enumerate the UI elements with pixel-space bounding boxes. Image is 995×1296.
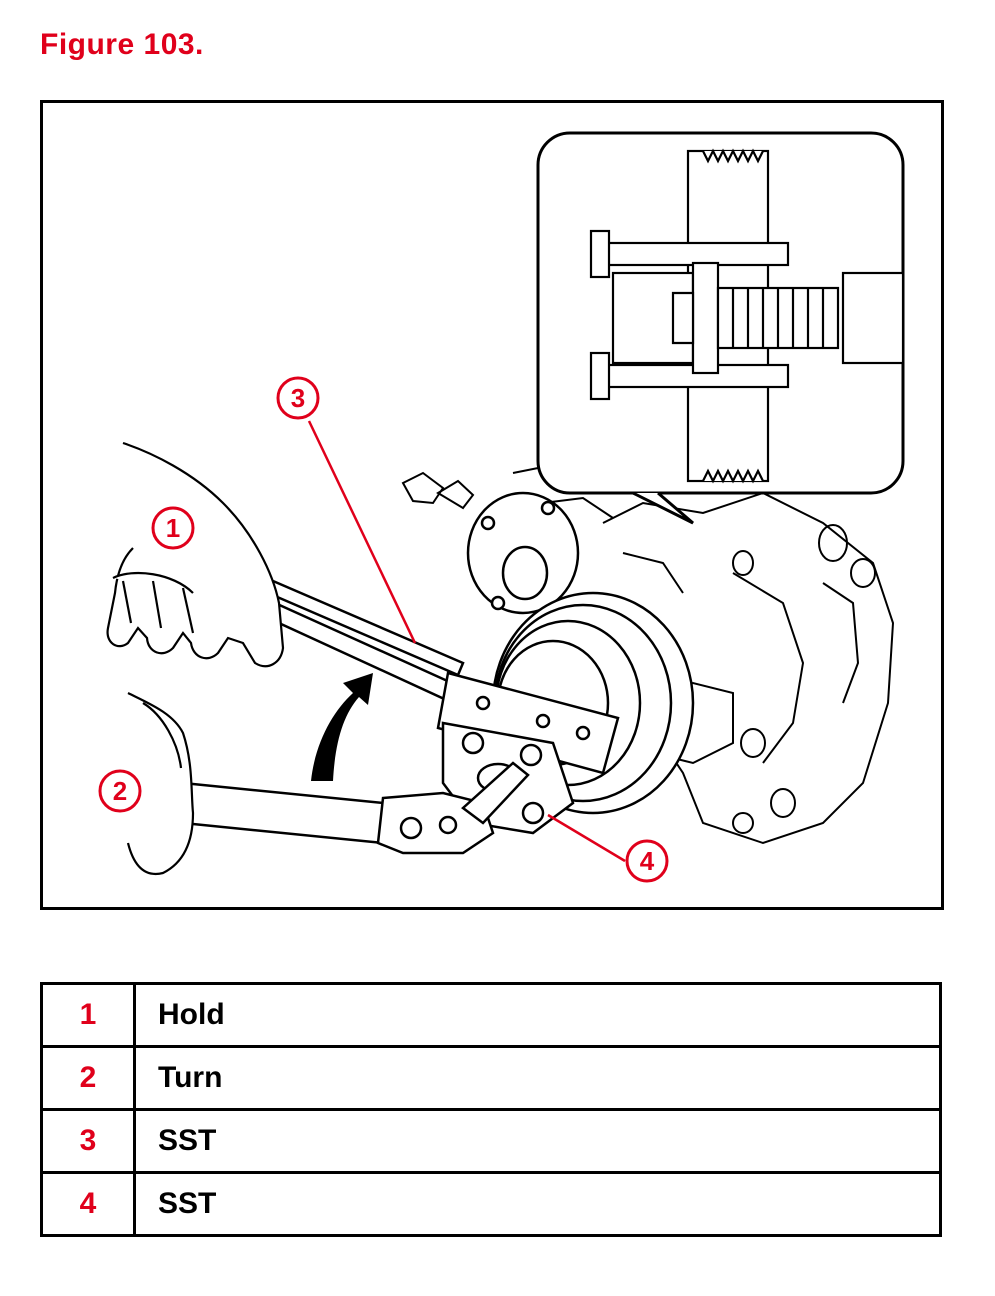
callout-1: 1 — [151, 506, 195, 550]
legend-row: 2 Turn — [40, 1045, 942, 1111]
callout-3-leader — [307, 420, 417, 644]
hand-turn-illustration — [126, 692, 195, 876]
callout-2-label: 2 — [113, 776, 127, 806]
legend-table: 1 Hold 2 Turn 3 SST 4 SST — [40, 982, 942, 1237]
legend-number: 4 — [40, 1171, 136, 1237]
callout-3-label: 3 — [291, 383, 305, 413]
legend-row: 1 Hold — [40, 982, 942, 1048]
legend-number: 1 — [40, 982, 136, 1048]
legend-label: SST — [133, 1108, 942, 1174]
hand-hold-illustration — [106, 441, 285, 668]
callout-3: 3 — [276, 376, 320, 420]
figure-title: Figure 103. — [40, 28, 204, 61]
callout-4-label: 4 — [640, 846, 655, 876]
callout-4: 4 — [625, 839, 669, 883]
callout-4-leader — [547, 813, 626, 863]
legend-number: 2 — [40, 1045, 136, 1111]
rotation-arrow-icon — [311, 673, 373, 781]
engine-block-illustration — [401, 461, 895, 845]
figure-illustration: 1 2 3 4 — [98, 131, 905, 883]
flange-illustration — [466, 491, 580, 616]
inset-detail-view — [536, 131, 905, 525]
callout-1-label: 1 — [166, 513, 180, 543]
legend-number: 3 — [40, 1108, 136, 1174]
callout-2: 2 — [98, 769, 142, 813]
legend-row: 3 SST — [40, 1108, 942, 1174]
figure-illustration-frame: 1 2 3 4 — [40, 100, 944, 910]
torque-wrench-tool — [181, 761, 530, 855]
legend-row: 4 SST — [40, 1171, 942, 1237]
legend-label: Turn — [133, 1045, 942, 1111]
legend-label: SST — [133, 1171, 942, 1237]
legend-label: Hold — [133, 982, 942, 1048]
